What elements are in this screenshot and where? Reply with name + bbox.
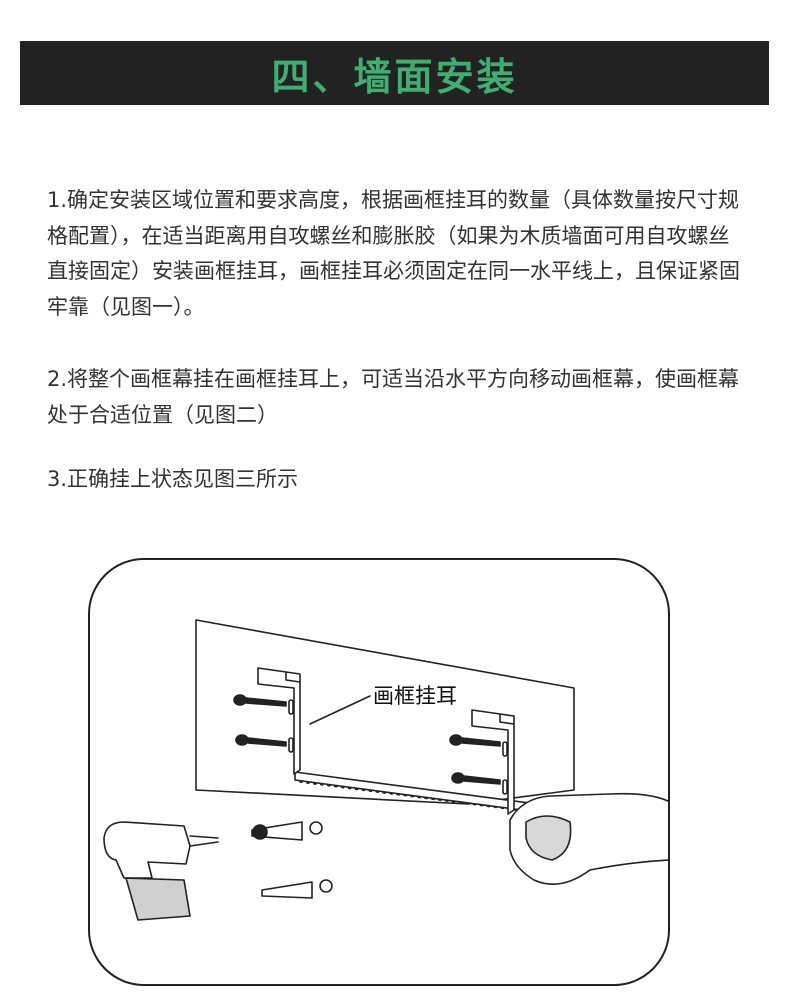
callout-label-hanging-bracket: 画框挂耳 <box>373 684 457 708</box>
installation-illustration <box>103 619 668 921</box>
installation-figure: 画框挂耳 <box>88 558 670 986</box>
drill-illustration <box>103 821 219 921</box>
left-hanging-bracket <box>257 667 301 775</box>
callout-line <box>309 695 371 725</box>
right-hanging-bracket <box>471 709 515 815</box>
instruction-step-2: 2.将整个画框幕挂在画框挂耳上，可适当沿水平方向移动画框幕，使画框幕处于合适位置… <box>47 367 740 427</box>
section-header: 四、墙面安装 <box>20 41 769 105</box>
section-title: 四、墙面安装 <box>271 54 518 99</box>
hand-illustration <box>509 792 668 886</box>
right-lower-screw <box>451 772 501 785</box>
wall-plug-upper <box>251 821 323 841</box>
wall-panel <box>195 619 575 805</box>
left-lower-screw <box>235 734 287 747</box>
instruction-step-3: 3.正确挂上状态见图三所示 <box>47 467 299 491</box>
instruction-step-1: 1.确定安装区域位置和要求高度，根据画框挂耳的数量（具体数量按尺寸规格配置），在… <box>47 188 740 319</box>
left-upper-screw <box>233 694 287 707</box>
right-upper-screw <box>449 734 501 747</box>
wall-plug-lower <box>261 879 333 899</box>
